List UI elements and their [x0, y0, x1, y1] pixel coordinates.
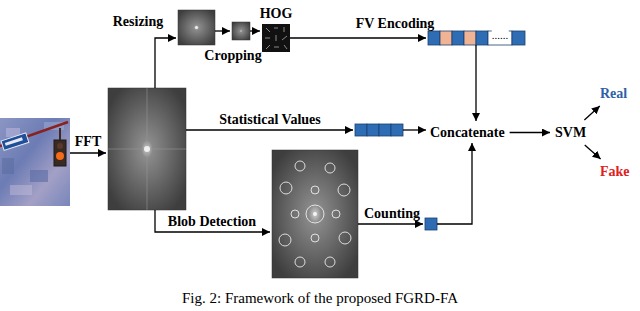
step-label: FV Encoding: [356, 16, 435, 32]
step-label: Statistical Values: [219, 112, 321, 128]
count-value: [425, 218, 437, 230]
step-label: HOG: [260, 6, 293, 22]
classifier-step: SVM: [553, 123, 588, 142]
output-class: Fake: [598, 162, 632, 181]
fft-spectrum: [108, 88, 186, 210]
node-text: Fake: [600, 164, 630, 179]
step-label: FFT: [75, 134, 101, 150]
step-label: Cropping: [204, 48, 261, 64]
fv-vector: [428, 31, 525, 45]
cropped-spectrum: [232, 22, 250, 40]
flow-connector: [510, 132, 550, 133]
step-label: Blob Detection: [168, 214, 256, 230]
node-text: Real: [600, 86, 627, 101]
ellipsis-mark: ......: [492, 29, 509, 42]
step-label: Resizing: [113, 14, 164, 30]
hog-image: [262, 24, 290, 52]
blob-image: [272, 150, 358, 278]
node-text: Concatenate: [430, 125, 505, 140]
input-image: [0, 118, 70, 206]
flow-connector: [585, 145, 601, 159]
flow-connector: [584, 106, 599, 120]
figure-caption: Fig. 2: Framework of the proposed FGRD-F…: [182, 289, 458, 307]
flow-arrows: [70, 31, 476, 232]
step-label: Counting: [364, 206, 420, 222]
node-text: SVM: [555, 125, 586, 140]
resized-spectrum: [178, 10, 215, 45]
concat-step: Concatenate: [428, 123, 507, 142]
stat-vector: [355, 124, 403, 136]
output-class: Real: [598, 84, 629, 103]
